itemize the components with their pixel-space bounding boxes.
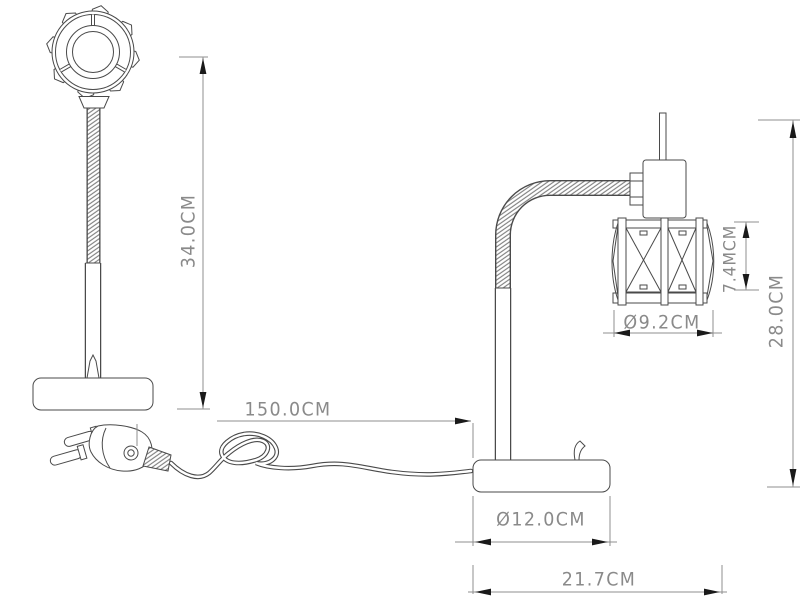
dim-total-height [758, 119, 800, 488]
dimension-label-total-height: 28.0CM [765, 273, 788, 349]
head-collar [78, 96, 110, 109]
power-switch [573, 440, 586, 461]
dim-base-diameter [455, 496, 617, 546]
dimension-label-shade-height: 7.4MCM [720, 224, 741, 294]
shade-panel-right [667, 227, 697, 293]
shade-post [660, 217, 669, 306]
plug-pins [49, 425, 101, 466]
side-stem [494, 287, 512, 461]
shade-side-glass-right [706, 222, 715, 301]
power-cable [168, 431, 474, 480]
dim-front-height [177, 56, 210, 410]
dimension-label-base-diameter: Ø12.0CM [496, 508, 586, 531]
shade-post [695, 217, 704, 306]
plug-logo-mark-inner [127, 449, 135, 457]
dimension-label-total-depth: 21.7CM [561, 568, 637, 591]
side-base [472, 459, 611, 493]
gooseneck-connector [629, 172, 645, 206]
shade-top-rail [612, 219, 708, 229]
crystal-shade [611, 217, 715, 306]
front-shade-head [46, 5, 140, 109]
plug-logo-mark [123, 445, 139, 461]
dim-cable-length [136, 417, 474, 458]
dim-total-depth [468, 565, 727, 596]
lamp-rod [659, 112, 667, 162]
shade-bottom-rail [612, 292, 708, 304]
socket-housing [642, 159, 687, 219]
front-view [32, 5, 154, 411]
plug-body [88, 424, 153, 472]
plug-strain-relief [142, 446, 172, 472]
side-view [472, 112, 715, 493]
dimension-label-shade-diameter: Ø9.2CM [623, 311, 701, 334]
dimension-label-front-height: 34.0CM [177, 193, 200, 269]
front-base [32, 377, 154, 411]
dim-shade-height [734, 221, 759, 291]
dim-shade-diameter [603, 310, 722, 337]
shade-side-glass-left [611, 222, 619, 301]
side-gooseneck [495, 180, 636, 288]
shade-post [617, 217, 627, 306]
power-plug [49, 424, 172, 472]
shade-panel-left [625, 227, 662, 293]
plug-body-crease [101, 427, 111, 469]
dimension-label-cable-length: 150.0CM [244, 398, 332, 421]
